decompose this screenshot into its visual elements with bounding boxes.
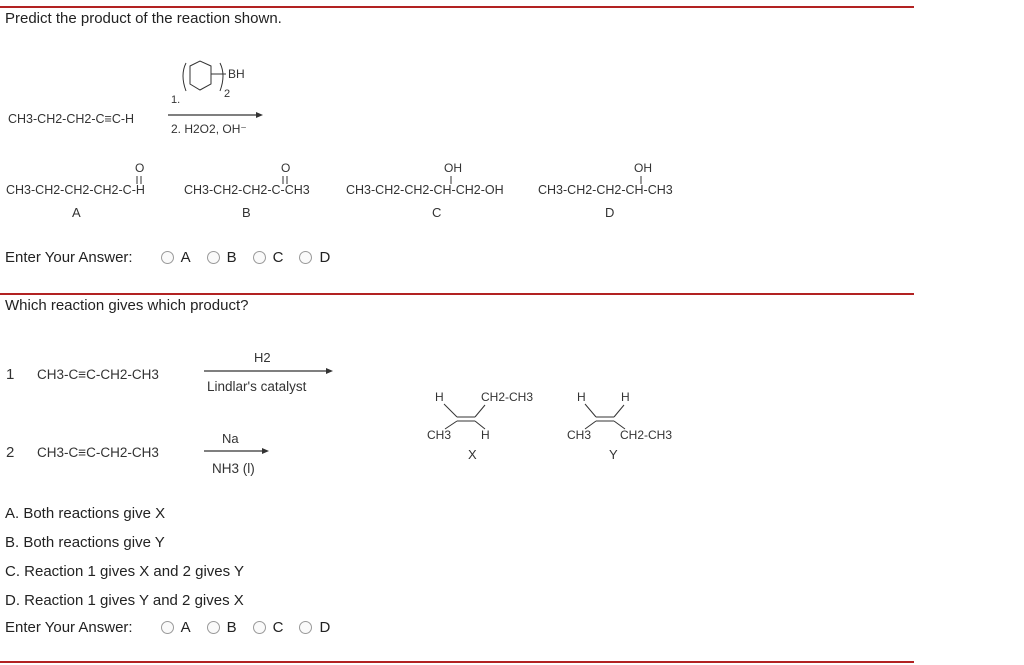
q1-prompt: Predict the product of the reaction show… (5, 10, 282, 27)
q1-reactant: CH3-CH2-CH2-C≡C-H (8, 112, 134, 126)
product-c-label: C (432, 205, 441, 220)
reaction-2-reactant: CH3-C≡C-CH2-CH3 (37, 445, 159, 460)
product-x-br: H (481, 428, 490, 442)
q2-choice-a-label: A (180, 619, 191, 636)
q2-prompt: Which reaction gives which product? (5, 297, 249, 314)
product-b-group: O (281, 161, 290, 175)
q1-choice-d-label: D (319, 249, 331, 266)
q1-radio-a[interactable] (160, 251, 174, 264)
bottom-divider (0, 661, 914, 663)
product-d-label: D (605, 205, 614, 220)
q2-choice-d-label: D (319, 619, 331, 636)
q1-reagent-step1: 1. (171, 94, 180, 106)
q2-option-a: A. Both reactions give X (5, 505, 166, 522)
reaction-1-below: Lindlar's catalyst (207, 379, 307, 394)
q2-answer-label: Enter Your Answer: (5, 619, 133, 636)
q1-reagent-bh: BH (228, 67, 245, 81)
q2-choice-c[interactable]: C (252, 619, 284, 636)
q1-borane-ring (182, 60, 226, 92)
reaction-1-number: 1 (6, 366, 14, 383)
q2-reactions: 1 CH3-C≡C-CH2-CH3 H2 Lindlar's catalyst … (6, 350, 333, 476)
reaction-1-reactant: CH3-C≡C-CH2-CH3 (37, 367, 159, 382)
product-x-tr: CH2-CH3 (481, 390, 533, 404)
q1-reaction-scheme: CH3-CH2-CH2-C≡C-H BH 2 1. 2. H2O2, OH⁻ (8, 60, 263, 135)
product-y-br: CH2-CH3 (620, 428, 672, 442)
q2-choice-b-label: B (226, 619, 237, 636)
q2-answer-row: Enter Your Answer: A B C D (5, 619, 346, 636)
q1-choice-d[interactable]: D (299, 249, 330, 266)
q2-products: H CH2-CH3 CH3 H X H H CH3 CH2-CH3 Y (427, 390, 672, 462)
reaction-1-above: H2 (254, 350, 271, 365)
mid-divider (0, 293, 914, 295)
q1-choice-b-label: B (226, 249, 237, 266)
reaction-2-number: 2 (6, 444, 14, 461)
product-a-group: O (135, 161, 144, 175)
product-d-formula: CH3-CH2-CH2-CH-CH3 (538, 183, 673, 197)
q2-option-c: C. Reaction 1 gives X and 2 gives Y (5, 563, 245, 580)
q1-arrowhead (256, 112, 263, 118)
q1-radio-b[interactable] (206, 251, 220, 264)
reaction-2-arrowhead (262, 448, 269, 454)
product-c-formula: CH3-CH2-CH2-CH-CH2-OH (346, 183, 504, 197)
q2-option-list: A. Both reactions give X B. Both reactio… (5, 499, 244, 615)
q1-answer-label: Enter Your Answer: (5, 249, 133, 266)
product-x-label: X (468, 447, 477, 462)
product-y-bl: CH3 (567, 428, 591, 442)
q1-choice-c[interactable]: C (252, 249, 284, 266)
q2-choice-a[interactable]: A (160, 619, 191, 636)
product-a-label: A (72, 205, 81, 220)
product-y-tr: H (621, 390, 630, 404)
q1-answer-row: Enter Your Answer: A B C D (5, 249, 346, 266)
product-y-skeleton (584, 403, 626, 430)
q2-radio-b[interactable] (206, 621, 220, 634)
q2-radio-d[interactable] (299, 621, 313, 634)
product-a-formula: CH3-CH2-CH2-CH2-C-H (6, 183, 145, 197)
q2-choice-c-label: C (272, 619, 284, 636)
q1-choice-b[interactable]: B (206, 249, 237, 266)
q2-option-b: B. Both reactions give Y (5, 534, 165, 551)
q1-reagent-sub2: 2 (224, 88, 230, 100)
reaction-2-below: NH3 (l) (212, 461, 255, 476)
product-c-group: OH (444, 161, 462, 175)
product-y-tl: H (577, 390, 586, 404)
q1-radio-d[interactable] (299, 251, 313, 264)
q2-choice-b[interactable]: B (206, 619, 237, 636)
q1-reagent-step2: 2. H2O2, OH⁻ (171, 122, 247, 135)
q1-choice-c-label: C (272, 249, 284, 266)
product-b-formula: CH3-CH2-CH2-C-CH3 (184, 183, 310, 197)
product-d-group: OH (634, 161, 652, 175)
top-divider (0, 6, 914, 8)
q2-choice-d[interactable]: D (299, 619, 330, 636)
product-b-label: B (242, 205, 251, 220)
product-x-bl: CH3 (427, 428, 451, 442)
q1-products: O CH3-CH2-CH2-CH2-C-H A O CH3-CH2-CH2-C-… (6, 161, 673, 220)
q2-radio-c[interactable] (252, 621, 266, 634)
q1-radio-c[interactable] (252, 251, 266, 264)
reaction-2-above: Na (222, 431, 239, 446)
q1-choice-a[interactable]: A (160, 249, 191, 266)
q2-radio-a[interactable] (160, 621, 174, 634)
product-x-tl: H (435, 390, 444, 404)
product-x-skeleton (443, 403, 486, 430)
q1-choice-a-label: A (180, 249, 191, 266)
q2-option-d: D. Reaction 1 gives Y and 2 gives X (5, 592, 244, 609)
reaction-1-arrowhead (326, 368, 333, 374)
product-y-label: Y (609, 447, 618, 462)
